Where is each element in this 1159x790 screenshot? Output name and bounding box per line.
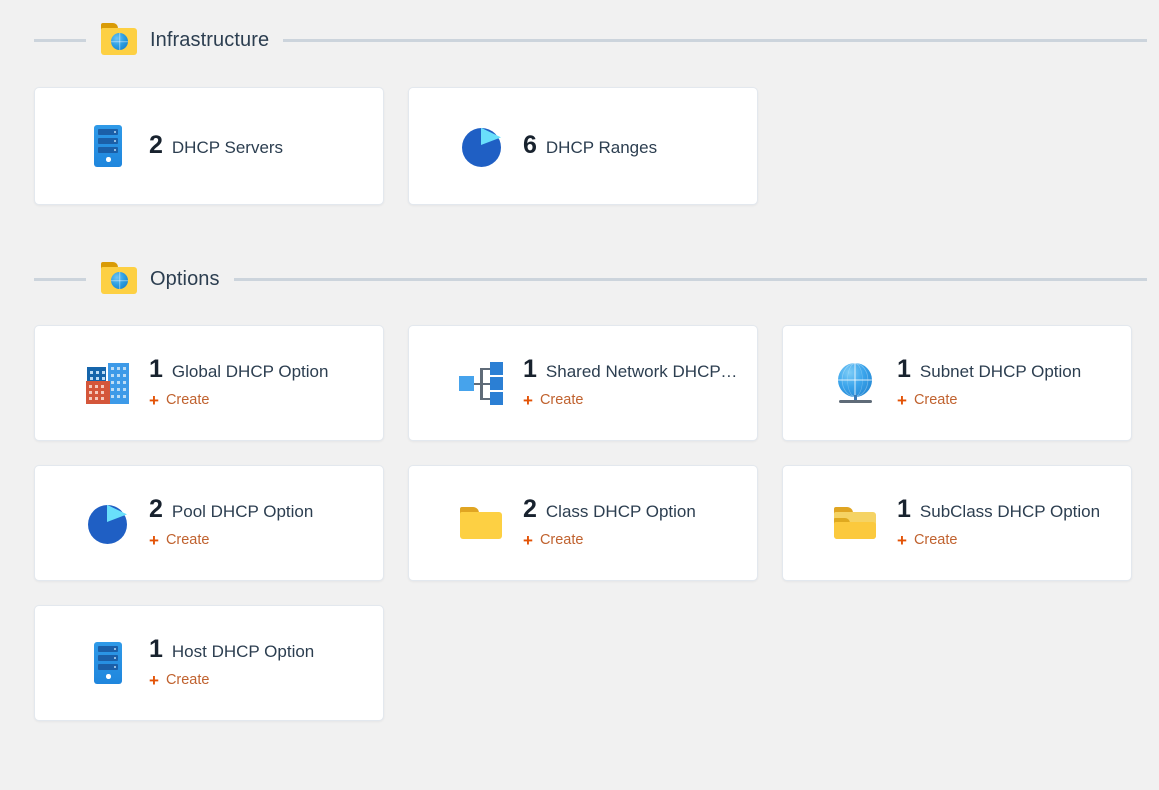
folder-icon bbox=[459, 499, 505, 547]
create-label: Create bbox=[913, 392, 958, 409]
section-title-options: Options bbox=[150, 267, 220, 290]
card-subnet-dhcp-option[interactable]: 1 Subnet DHCP Option + Create bbox=[782, 325, 1132, 441]
create-link[interactable]: + Create bbox=[897, 532, 957, 549]
folder-globe-icon bbox=[100, 262, 138, 296]
card-count: 6 bbox=[523, 131, 537, 160]
plus-icon: + bbox=[149, 671, 159, 691]
server-icon bbox=[85, 639, 131, 687]
divider-left bbox=[34, 277, 86, 281]
buildings-icon bbox=[85, 359, 131, 407]
folder-globe-icon bbox=[100, 23, 138, 57]
subfolder-icon bbox=[833, 499, 879, 547]
card-label: Host DHCP Option bbox=[171, 641, 315, 661]
card-count: 1 bbox=[149, 354, 163, 383]
pie-chart-icon bbox=[459, 122, 505, 170]
card-count: 1 bbox=[523, 354, 537, 383]
globe-stand-icon bbox=[833, 359, 879, 407]
card-global-dhcp-option[interactable]: 1 Global DHCP Option + Create bbox=[34, 325, 384, 441]
divider-left bbox=[34, 38, 86, 42]
card-count: 2 bbox=[149, 494, 163, 523]
create-label: Create bbox=[165, 392, 210, 409]
card-label: Shared Network DHCP … bbox=[545, 361, 739, 381]
card-label: Class DHCP Option bbox=[545, 501, 696, 521]
plus-icon: + bbox=[149, 531, 159, 551]
card-count: 2 bbox=[523, 494, 537, 523]
divider-right bbox=[233, 277, 1147, 281]
card-label: Pool DHCP Option bbox=[171, 501, 314, 521]
dhcp-dashboard-page: Infrastructure 2 DHCP Servers bbox=[0, 18, 1159, 790]
card-label: DHCP Servers bbox=[171, 138, 284, 158]
card-count: 1 bbox=[897, 354, 911, 383]
card-label: DHCP Ranges bbox=[545, 138, 658, 158]
plus-icon: + bbox=[149, 391, 159, 411]
create-link[interactable]: + Create bbox=[523, 532, 583, 549]
card-grid-infrastructure: 2 DHCP Servers 6 DHCP Ranges bbox=[0, 87, 1159, 205]
server-icon bbox=[85, 122, 131, 170]
card-label: Subnet DHCP Option bbox=[919, 361, 1082, 381]
create-link[interactable]: + Create bbox=[897, 392, 957, 409]
create-label: Create bbox=[539, 392, 584, 409]
section-title-infrastructure: Infrastructure bbox=[150, 28, 270, 51]
network-hierarchy-icon bbox=[459, 359, 505, 407]
plus-icon: + bbox=[897, 391, 907, 411]
card-count: 2 bbox=[149, 131, 163, 160]
plus-icon: + bbox=[897, 531, 907, 551]
section-header-options: Options bbox=[0, 257, 1159, 301]
divider-right bbox=[283, 38, 1147, 42]
create-link[interactable]: + Create bbox=[149, 392, 209, 409]
create-label: Create bbox=[165, 532, 210, 549]
section-header-infrastructure: Infrastructure bbox=[0, 18, 1159, 62]
card-subclass-dhcp-option[interactable]: 1 SubClass DHCP Option + Create bbox=[782, 465, 1132, 581]
create-label: Create bbox=[913, 532, 958, 549]
card-dhcp-ranges[interactable]: 6 DHCP Ranges bbox=[408, 87, 758, 205]
plus-icon: + bbox=[523, 531, 533, 551]
card-label: SubClass DHCP Option bbox=[919, 501, 1101, 521]
create-link[interactable]: + Create bbox=[523, 392, 583, 409]
pie-chart-icon bbox=[85, 499, 131, 547]
plus-icon: + bbox=[523, 391, 533, 411]
card-host-dhcp-option[interactable]: 1 Host DHCP Option + Create bbox=[34, 605, 384, 721]
card-dhcp-servers[interactable]: 2 DHCP Servers bbox=[34, 87, 384, 205]
card-grid-options: 1 Global DHCP Option + Create 1 Sh bbox=[0, 325, 1159, 721]
card-pool-dhcp-option[interactable]: 2 Pool DHCP Option + Create bbox=[34, 465, 384, 581]
create-link[interactable]: + Create bbox=[149, 672, 209, 689]
card-label: Global DHCP Option bbox=[171, 361, 329, 381]
card-count: 1 bbox=[897, 494, 911, 523]
create-label: Create bbox=[539, 532, 584, 549]
card-class-dhcp-option[interactable]: 2 Class DHCP Option + Create bbox=[408, 465, 758, 581]
create-link[interactable]: + Create bbox=[149, 532, 209, 549]
create-label: Create bbox=[165, 672, 210, 689]
card-count: 1 bbox=[149, 634, 163, 663]
card-shared-network-dhcp-option[interactable]: 1 Shared Network DHCP … + Create bbox=[408, 325, 758, 441]
